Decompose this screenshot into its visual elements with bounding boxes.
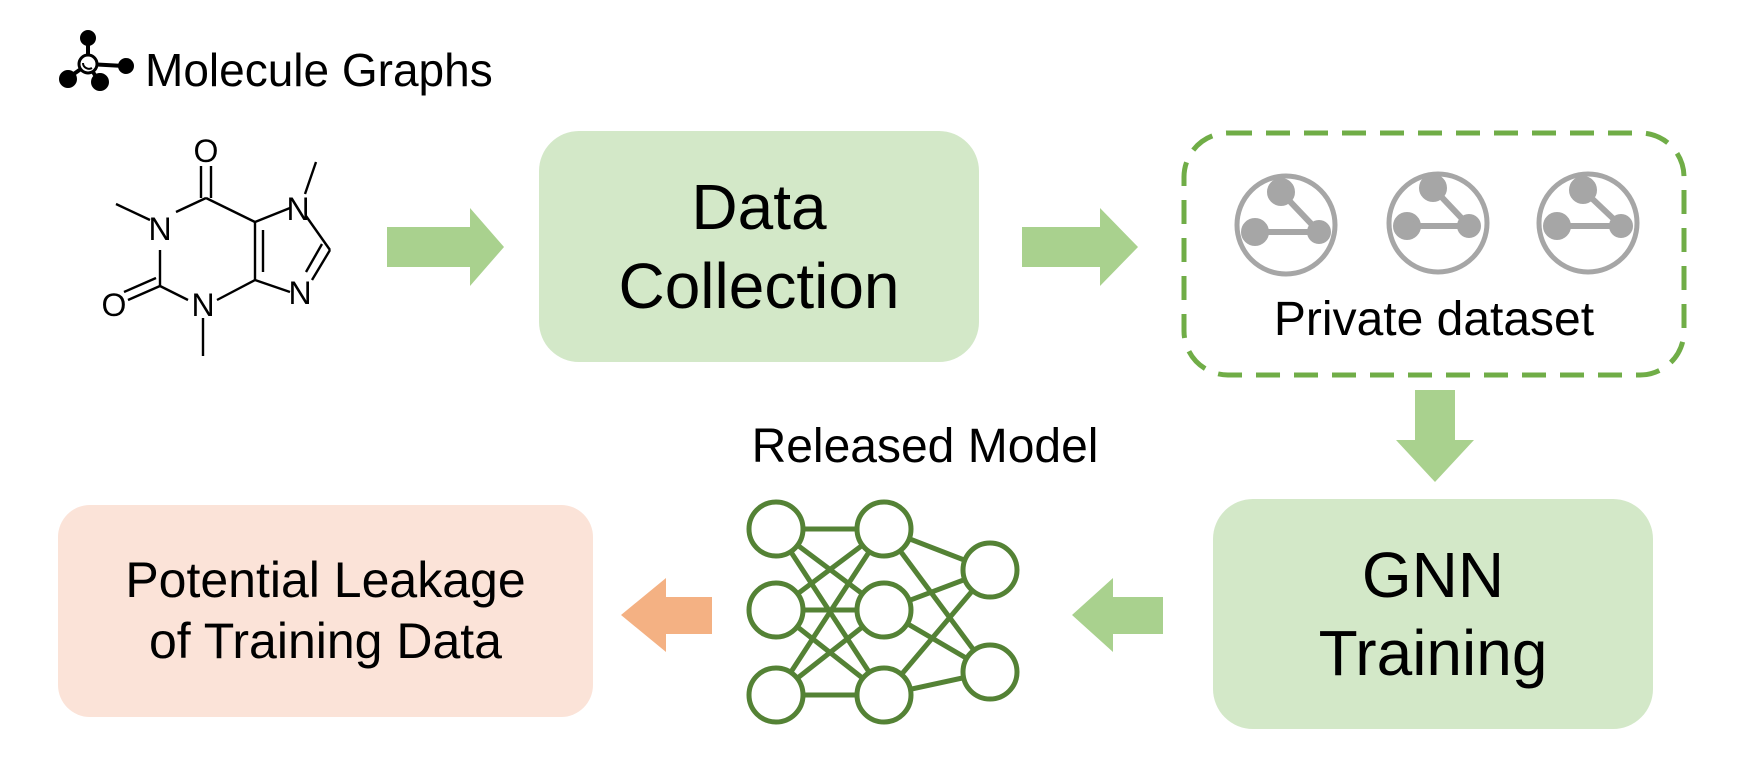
molecule-icon (59, 30, 134, 91)
data-collection-line1: Data (691, 171, 827, 244)
private-dataset-box (1181, 130, 1687, 378)
atom-label: N (148, 211, 171, 247)
potential-leakage-box: Potential Leakage of Training Data (58, 505, 593, 717)
atom-label: O (102, 287, 127, 323)
graph-icon (1386, 171, 1490, 275)
atom-label: O (194, 133, 219, 169)
gnn-training-line1: GNN (1361, 538, 1505, 611)
atom-label: N (288, 275, 311, 311)
data-collection-box: Data Collection (539, 131, 979, 362)
data-collection-line2: Collection (618, 249, 900, 322)
leakage-line2: of Training Data (149, 613, 502, 669)
atom-label: N (191, 287, 214, 323)
gnn-training-box: GNN Training (1213, 499, 1653, 729)
graph-icon (1536, 171, 1640, 275)
leakage-line1: Potential Leakage (125, 552, 526, 608)
private-dataset-label: Private dataset (1273, 293, 1595, 346)
gnn-training-line2: Training (1318, 617, 1548, 689)
released-model-label: Released Model (751, 420, 1099, 473)
graph-icon (1234, 173, 1338, 277)
page-title: Molecule Graphs (145, 44, 493, 96)
atom-label: N (286, 191, 309, 227)
